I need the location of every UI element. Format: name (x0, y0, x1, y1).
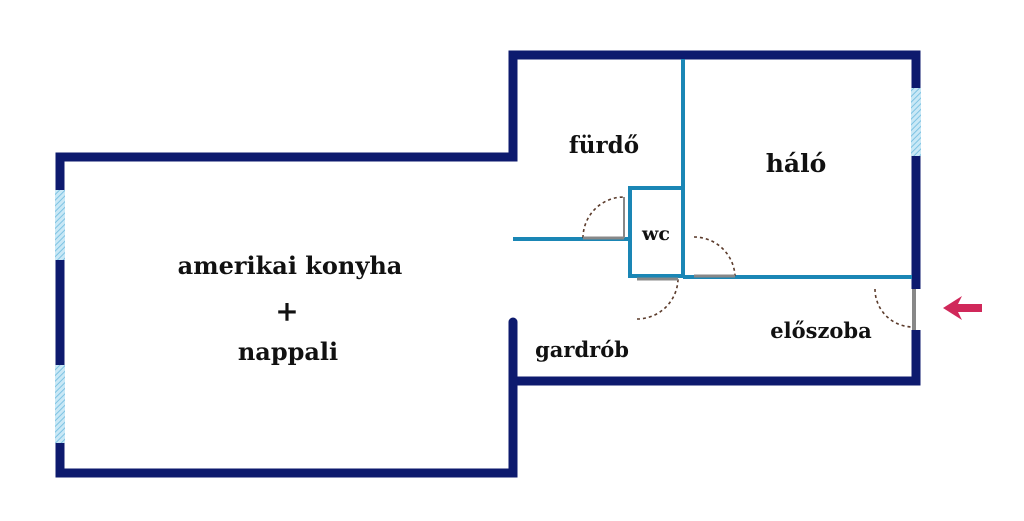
wc-walls (628, 186, 685, 278)
wc-door-swing (636, 278, 679, 320)
wardrobe-label: gardrób (535, 337, 629, 362)
inner-walls (513, 59, 912, 279)
doors (582, 196, 915, 330)
bedroom-label: háló (766, 149, 827, 178)
entrance-door-swing (874, 288, 914, 328)
window-left-upper (55, 190, 65, 260)
hallway-label: előszoba (770, 318, 872, 343)
outer-walls (55, 50, 921, 478)
window-right (911, 88, 921, 156)
entrance-arrow-icon (943, 296, 982, 320)
wc-label: wc (641, 223, 670, 245)
window-left-lower (55, 365, 65, 443)
living-room-label: amerikai konyha (178, 251, 403, 280)
living-room-opening (505, 240, 521, 322)
outer-wall-top-left (55, 50, 921, 478)
living-room-plus: + (275, 295, 298, 328)
bathroom-label: fürdő (569, 132, 639, 159)
living-room-label-2: nappali (238, 337, 338, 366)
bedroom-door-swing (693, 236, 736, 277)
bathroom-door-swing (582, 196, 625, 239)
